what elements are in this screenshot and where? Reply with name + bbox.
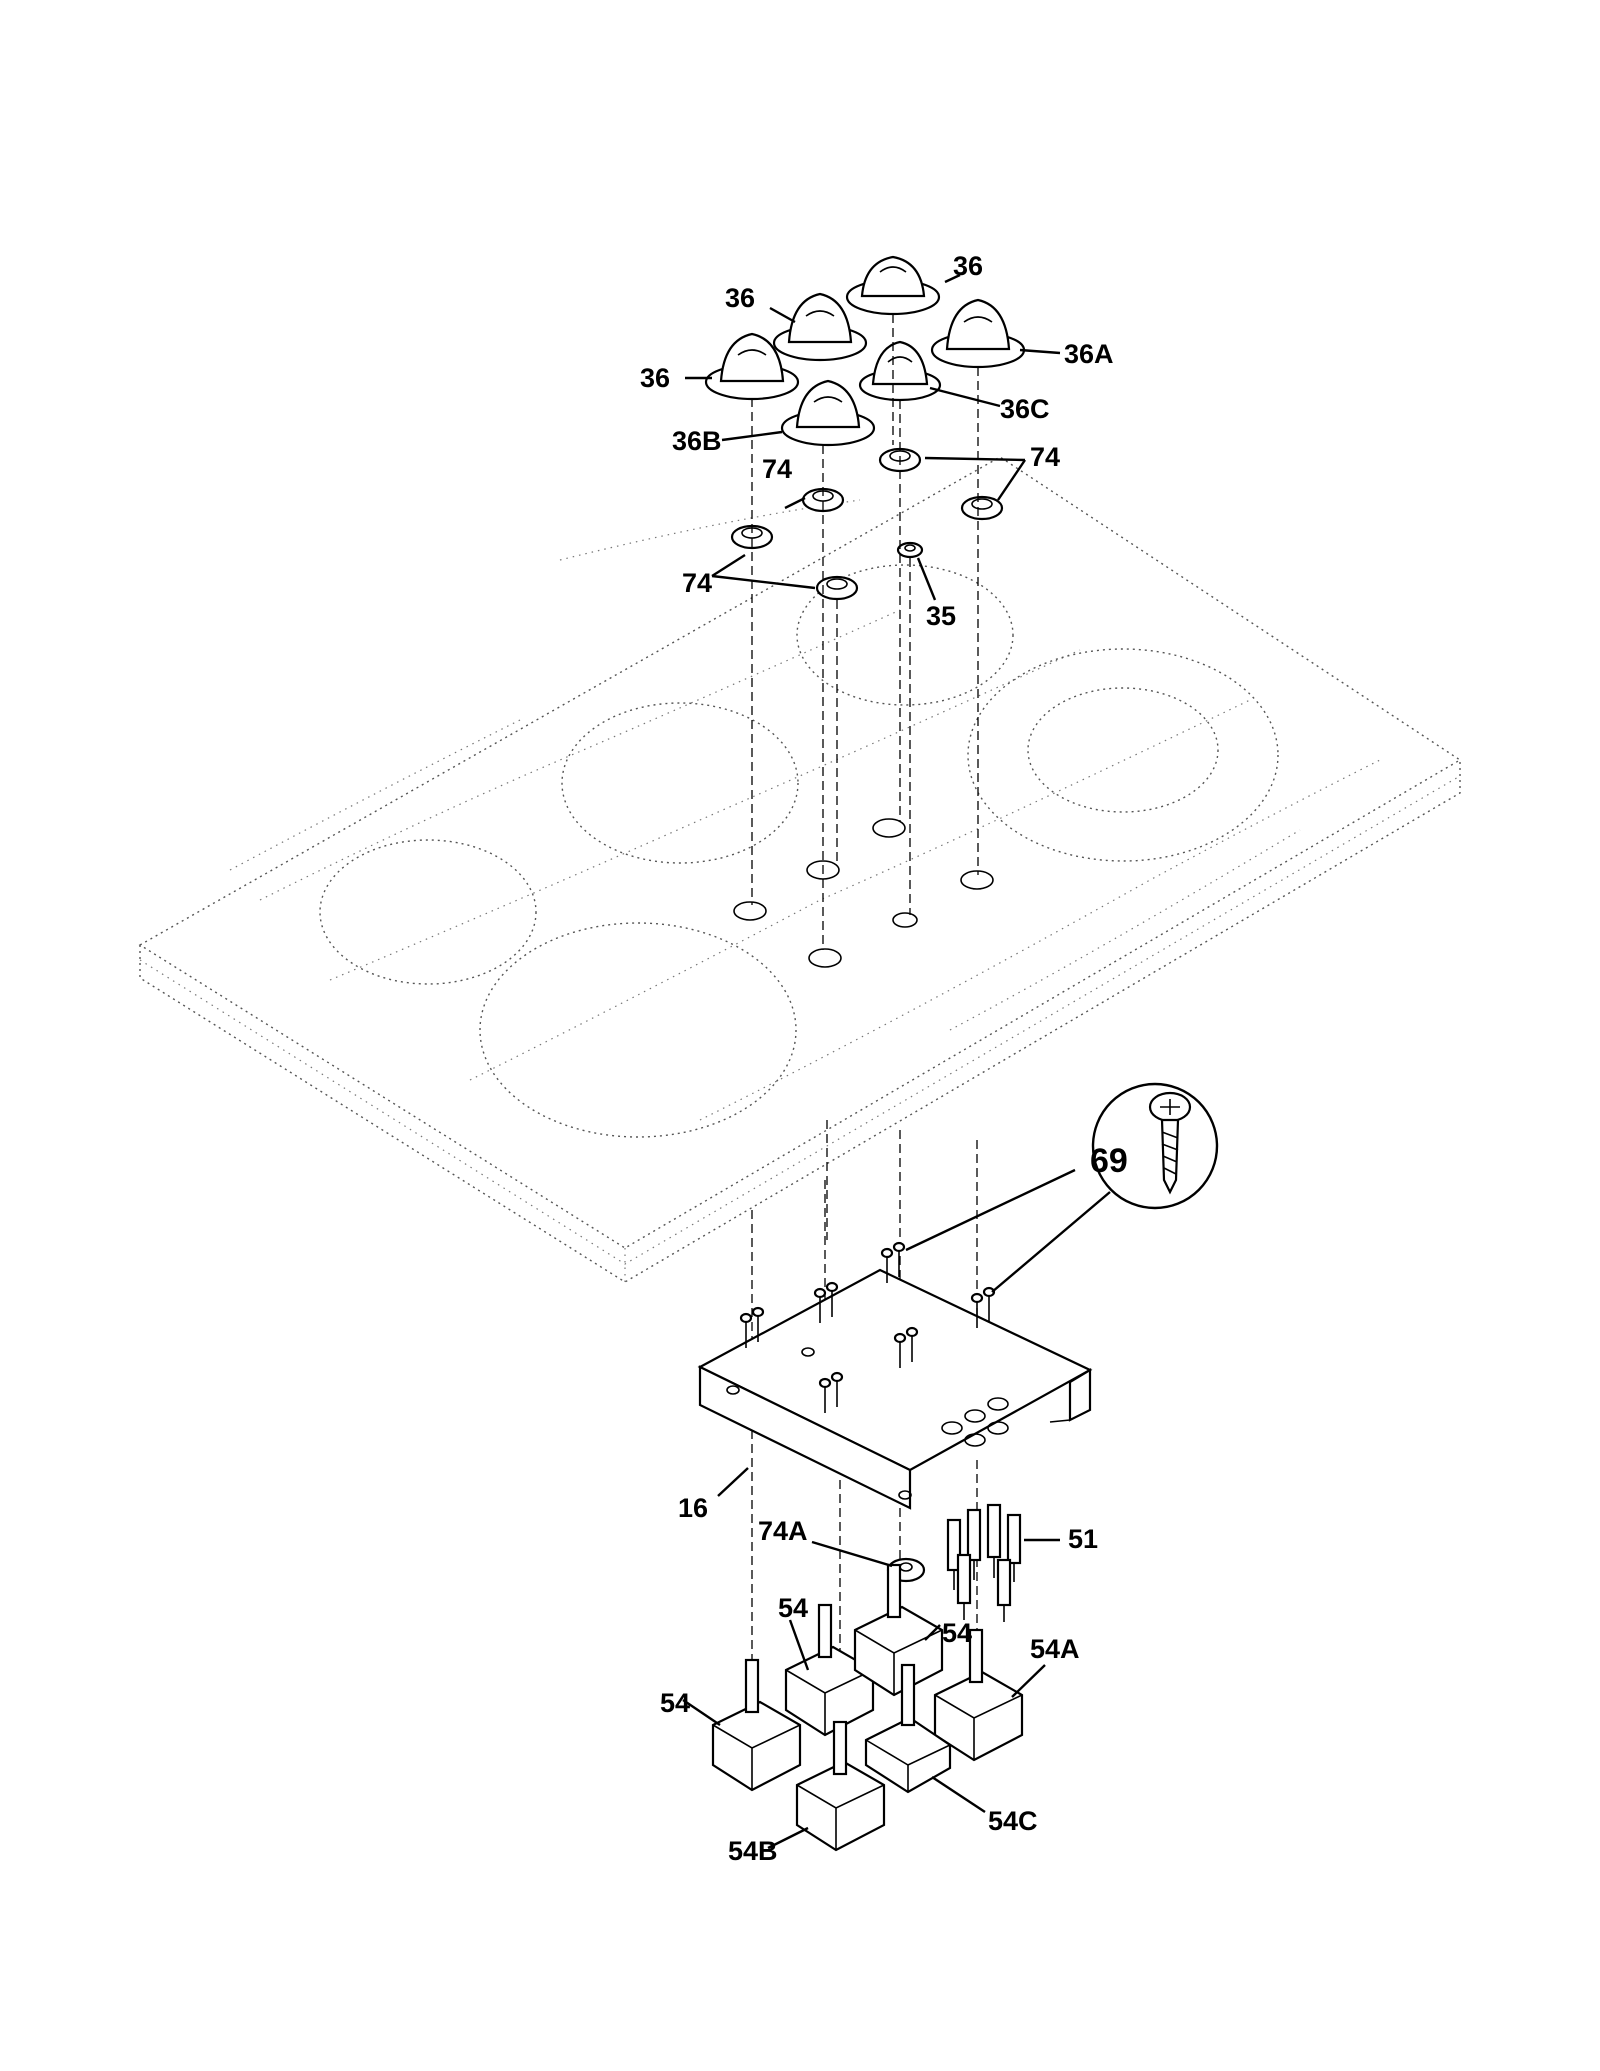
- burner-right-rear-outer: [967, 648, 1279, 862]
- callout-labels: 36 36 36 36A 36C 36B 74 74 74 35 69 16 7…: [640, 251, 1128, 1866]
- callout-54-right: 54: [942, 1618, 972, 1648]
- burner-center-rear: [561, 702, 799, 864]
- burner-front-center: [796, 564, 1014, 706]
- control-knobs: [704, 255, 1026, 447]
- callout-36A: 36A: [1064, 339, 1114, 369]
- callout-51: 51: [1068, 1524, 1098, 1554]
- callout-54-mid: 54: [778, 1593, 808, 1623]
- callout-16: 16: [678, 1493, 708, 1523]
- callout-54C: 54C: [988, 1806, 1038, 1836]
- knob-36-left-upper: [772, 292, 868, 362]
- switch-54A: [933, 1628, 1024, 1762]
- indicator-35: [896, 541, 924, 559]
- infinite-switches: [711, 1563, 1024, 1852]
- switch-54B: [795, 1720, 886, 1852]
- burner-left-rear: [319, 839, 537, 985]
- alignment-lines: [751, 314, 979, 1700]
- switch-54-left: [711, 1658, 802, 1792]
- callout-36-left-upper: 36: [725, 283, 755, 313]
- callout-54B: 54B: [728, 1836, 778, 1866]
- callout-74-bottom: 74: [682, 568, 712, 598]
- knob-36B: [780, 379, 876, 447]
- callout-74-right: 74: [1030, 442, 1060, 472]
- callout-36B: 36B: [672, 426, 722, 456]
- callout-36-left: 36: [640, 363, 670, 393]
- control-bracket-16: [697, 1268, 1093, 1510]
- knob-36-top: [845, 255, 941, 316]
- burner-left-front: [479, 922, 797, 1138]
- screws-69: [739, 1082, 1219, 1413]
- callout-36-top: 36: [953, 251, 983, 281]
- switch-54C: [864, 1663, 952, 1794]
- callout-54-left: 54: [660, 1688, 690, 1718]
- callout-35: 35: [926, 601, 956, 631]
- bezel-74-c: [960, 495, 1004, 521]
- cooktop-glass-top: [138, 456, 1462, 1283]
- screw-detail-bubble: [1091, 1082, 1219, 1210]
- knob-36C: [858, 340, 942, 402]
- callout-69: 69: [1090, 1142, 1128, 1180]
- screw-detail-icon: [1148, 1091, 1192, 1195]
- bezel-74-e: [815, 575, 859, 601]
- knob-36A: [930, 298, 1026, 369]
- callout-36C: 36C: [1000, 394, 1050, 424]
- burner-right-rear-inner: [1027, 687, 1219, 813]
- knob-36-left: [704, 332, 800, 401]
- leader-lines: [682, 273, 1061, 1850]
- switch-54-center: [853, 1563, 944, 1697]
- callout-74A: 74A: [758, 1516, 808, 1546]
- callout-74-left: 74: [762, 454, 792, 484]
- indicator-lights-51: [946, 1503, 1022, 1622]
- callout-54A: 54A: [1030, 1634, 1080, 1664]
